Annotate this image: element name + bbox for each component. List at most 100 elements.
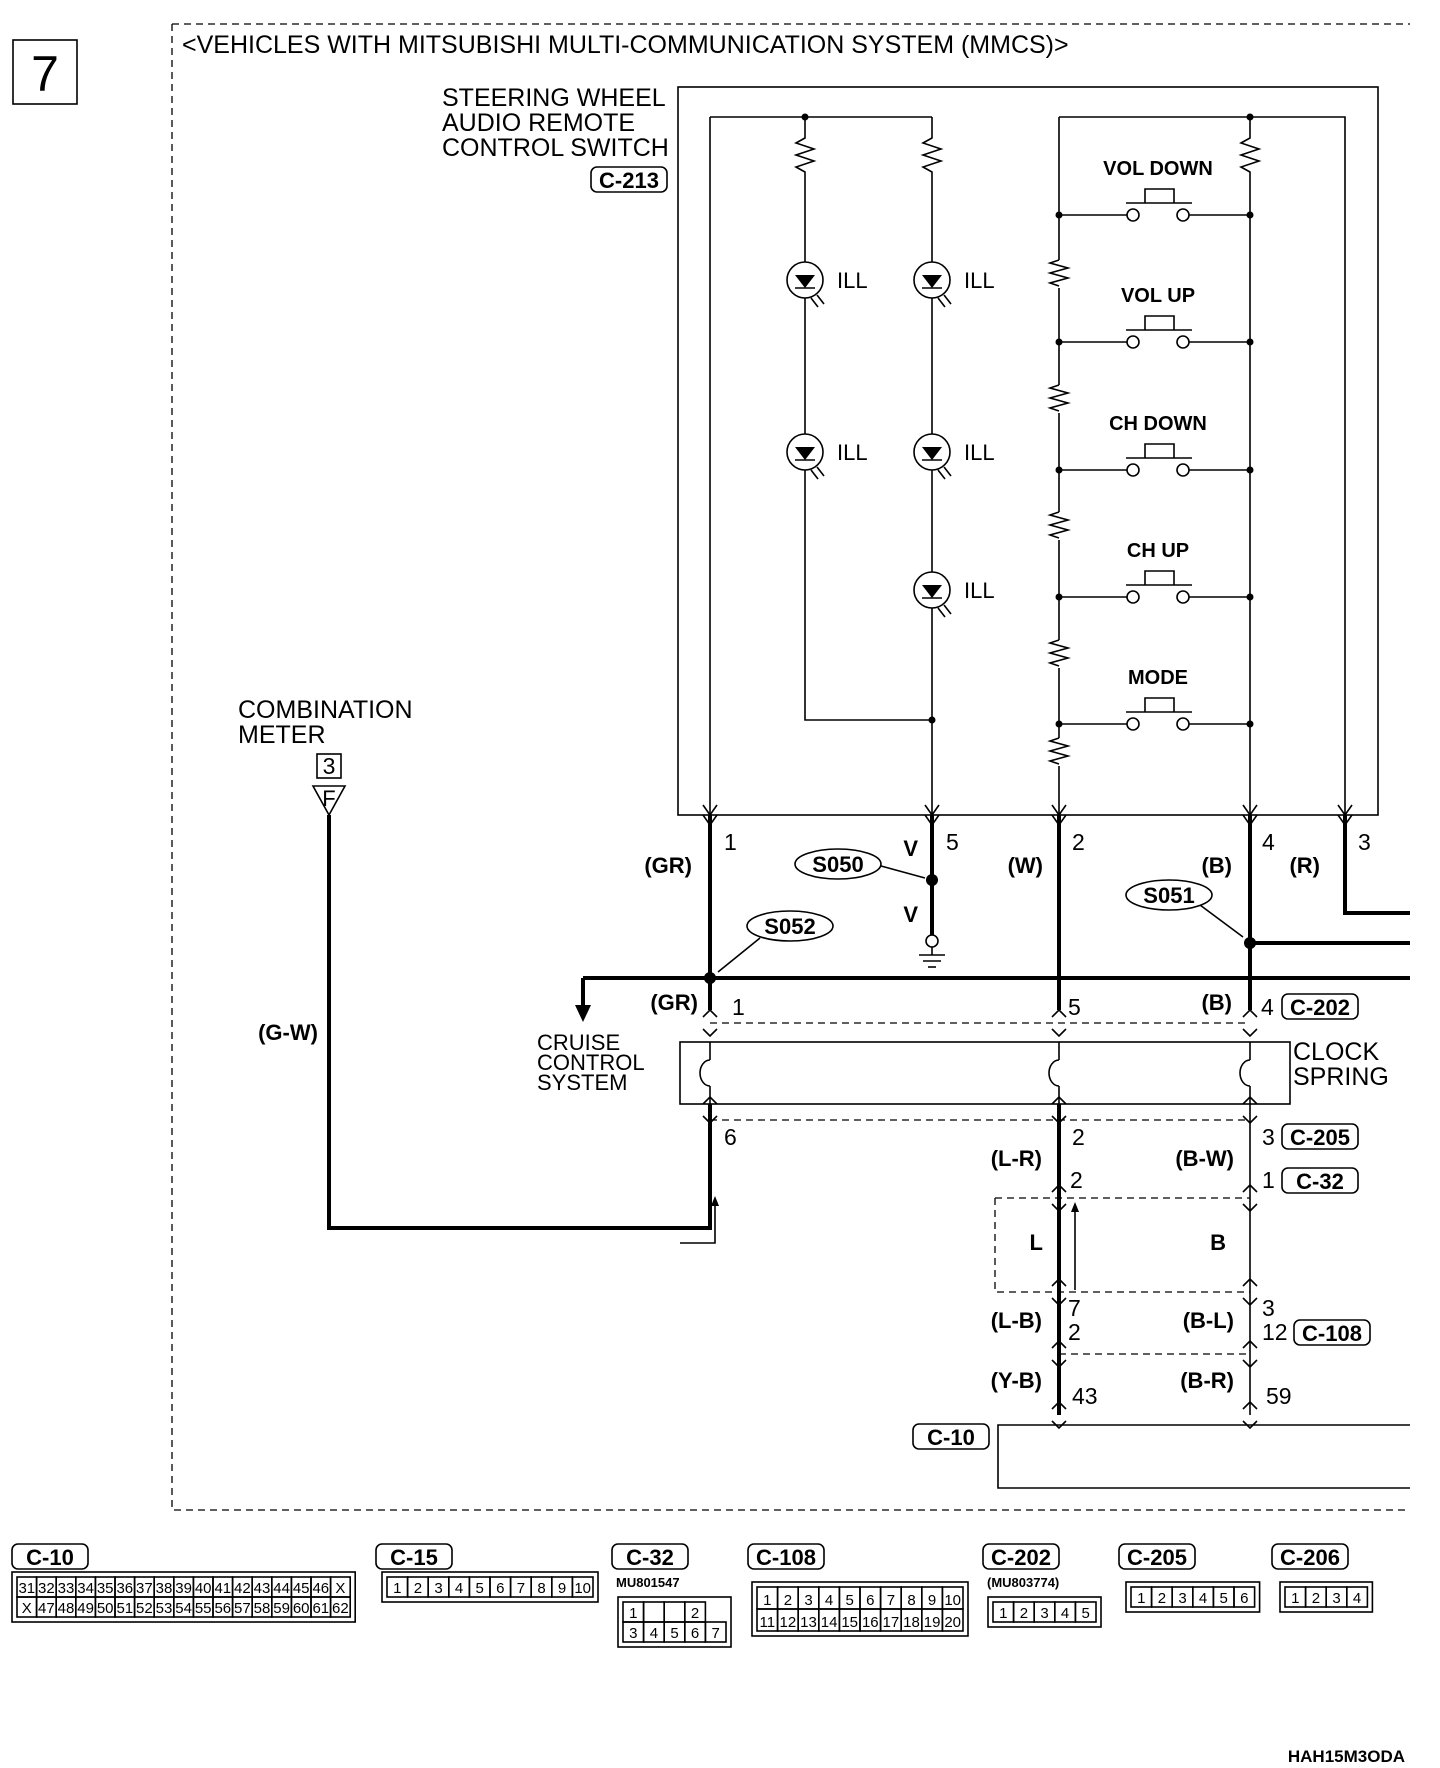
connector-cavity: 40	[195, 1580, 212, 1597]
diagram-title: <VEHICLES WITH MITSUBISHI MULTI-COMMUNIC…	[182, 31, 1069, 59]
connector-cavity: 3	[434, 1580, 442, 1597]
push-switch	[1055, 315, 1254, 349]
pin-c108-2: 2	[1068, 1319, 1081, 1345]
switch-name-line3: CONTROL SWITCH	[442, 134, 669, 162]
wire-r-run	[1343, 815, 1410, 915]
terminal-mark	[1242, 1008, 1258, 1038]
pin-c202-1: 1	[732, 994, 745, 1020]
ladder-resistors	[1047, 259, 1071, 765]
push-switch	[1055, 443, 1254, 477]
ladder-resistor	[1047, 259, 1071, 287]
pin-c205-3: 3	[1262, 1124, 1275, 1150]
connector-cavity: 3	[1178, 1590, 1186, 1607]
connector-cavity: 61	[312, 1600, 329, 1617]
connector-view-name: C-202	[991, 1545, 1051, 1570]
wire-v-upper: V	[903, 836, 918, 861]
connector-cavity: 5	[670, 1625, 678, 1642]
connector-cavity: 8	[537, 1580, 545, 1597]
wire-b-1: (B)	[1201, 853, 1232, 878]
connector-cavity: 1	[763, 1592, 771, 1609]
connector-cavity: 5	[846, 1592, 854, 1609]
cruise-line3: SYSTEM	[537, 1070, 627, 1095]
connector-cavity: 44	[273, 1580, 290, 1597]
connector-cavity: 38	[156, 1580, 173, 1597]
wire-b-short-label: B	[1210, 1230, 1226, 1255]
connector-cavity: 3	[1040, 1605, 1048, 1622]
pin-c202-4: 4	[1261, 994, 1274, 1020]
connector-cavity: 43	[254, 1580, 271, 1597]
connector-cavity: 1	[1291, 1590, 1299, 1607]
connector-cavity: 16	[862, 1614, 879, 1631]
connector-cavity: 47	[38, 1600, 55, 1617]
wire-br: (B-R)	[1180, 1368, 1234, 1393]
connector-cavity: 35	[97, 1580, 114, 1597]
wire-bl: (B-L)	[1183, 1308, 1234, 1333]
page-number: 7	[31, 46, 59, 102]
pin-c205-2: 2	[1072, 1124, 1085, 1150]
connector-cavity: 6	[866, 1592, 874, 1609]
connector-cavity: 7	[517, 1580, 525, 1597]
connector-cavity: 7	[887, 1592, 895, 1609]
pin-c108-12: 12	[1262, 1319, 1288, 1345]
led-label: ILL	[837, 268, 868, 293]
connector-cavity: 52	[136, 1600, 153, 1617]
splice-s051-leader	[1199, 904, 1244, 938]
wire-gr-1: (GR)	[644, 853, 692, 878]
meter-ground-stub-arrow	[711, 1196, 719, 1206]
clock-spring-line2: SPRING	[1293, 1063, 1389, 1091]
connector-cavity: 10	[944, 1592, 961, 1609]
connector-cavity: 34	[77, 1580, 94, 1597]
wire-cruise-bus	[581, 976, 1410, 1005]
connector-cavity: 48	[58, 1600, 75, 1617]
wire-gw-label: (G-W)	[258, 1020, 318, 1045]
splice-s052-dot	[704, 972, 716, 984]
pin-top-5: 5	[946, 829, 959, 855]
wire-lr: (L-R)	[991, 1146, 1042, 1171]
meter-ground-stub	[680, 1206, 716, 1244]
ladder-resistor	[1047, 384, 1071, 412]
meter-arrow-label: F	[322, 786, 335, 811]
connector-cavity: 56	[214, 1600, 231, 1617]
connector-cavity: 2	[414, 1580, 422, 1597]
splice-s050-tag	[794, 848, 882, 880]
led-icon	[913, 261, 952, 308]
connector-cavity: 4	[825, 1592, 833, 1609]
connector-cavity: 6	[691, 1625, 699, 1642]
pin-mid-3: 3	[1262, 1295, 1275, 1321]
switch-label: VOL UP	[1121, 285, 1195, 307]
ladder-rail-right	[1238, 117, 1262, 815]
switch-box-inner	[709, 116, 1346, 815]
connector-cavity: 14	[821, 1614, 838, 1631]
connector-c108-tag	[1293, 1319, 1371, 1346]
pin-c10-59: 59	[1266, 1383, 1292, 1409]
connector-cavity: 42	[234, 1580, 251, 1597]
push-switch	[1055, 188, 1254, 222]
connector-cavity: 3	[804, 1592, 812, 1609]
led-label: ILL	[837, 440, 868, 465]
ladder-resistor	[1047, 511, 1071, 539]
connector-cavity: 6	[1240, 1590, 1248, 1607]
connector-cavity: 2	[1312, 1590, 1320, 1607]
switch-label: CH DOWN	[1109, 413, 1207, 435]
pin-top-2: 2	[1072, 829, 1085, 855]
system-boundary	[171, 23, 1410, 1511]
connector-view-name: C-205	[1127, 1545, 1187, 1570]
connector-cavity: 7	[712, 1625, 720, 1642]
connector-cavity: 31	[18, 1580, 35, 1597]
connector-c205-label: C-205	[1290, 1125, 1350, 1150]
connector-cavity: 9	[928, 1592, 936, 1609]
connector-cavity: 4	[1199, 1590, 1207, 1607]
connector-cavity: 36	[116, 1580, 133, 1597]
connector-cavity: 2	[691, 1605, 699, 1622]
switch-label: MODE	[1128, 667, 1188, 689]
connector-cavity: 39	[175, 1580, 192, 1597]
splice-s050-leader	[880, 865, 926, 879]
connector-cavity: 4	[455, 1580, 463, 1597]
